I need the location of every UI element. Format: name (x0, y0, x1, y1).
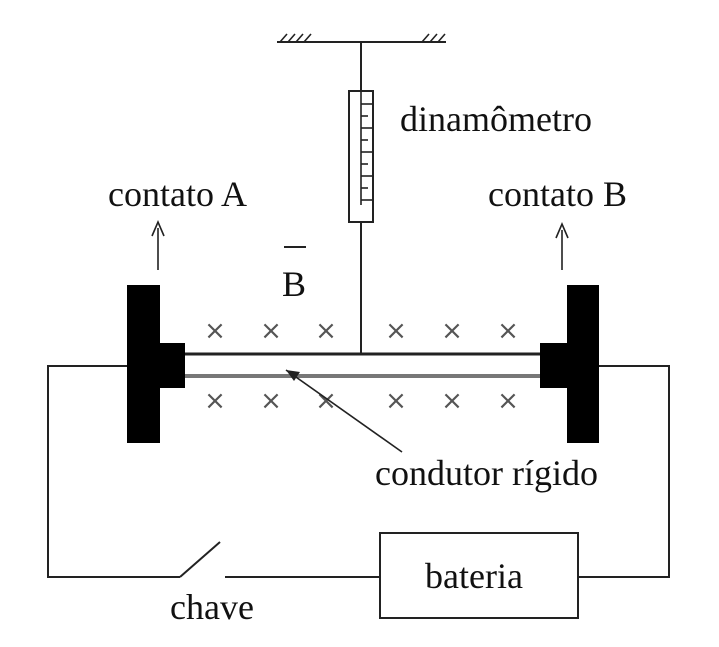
conductor-pointer (285, 369, 403, 453)
contact-a-label: contato A (108, 174, 247, 214)
battery-label: bateria (425, 556, 523, 596)
contact-a-clamp (160, 343, 185, 388)
field-mark: × (204, 316, 226, 346)
rigid-conductor (185, 352, 540, 378)
dynamometer-label: dinamômetro (400, 99, 592, 139)
contact-b-clamp (540, 343, 567, 388)
field-mark: × (497, 316, 519, 346)
battery-box (379, 532, 579, 619)
field-mark: × (315, 316, 337, 346)
field-mark: × (385, 386, 407, 416)
contact-a (127, 219, 185, 443)
ceiling-support (277, 33, 446, 43)
field-mark: × (385, 316, 407, 346)
dynamometer-scale (360, 92, 372, 205)
switch-label: chave (170, 587, 254, 627)
switch-lever (179, 541, 221, 578)
field-mark: × (441, 316, 463, 346)
contact-b-arrow-icon (555, 221, 569, 239)
field-mark: × (260, 316, 282, 346)
field-mark: × (204, 386, 226, 416)
switch (179, 541, 221, 578)
field-mark: × (260, 386, 282, 416)
circuit-wiring (47, 365, 670, 578)
contact-b-label: contato B (488, 174, 627, 214)
field-mark: × (441, 386, 463, 416)
field-label: B (282, 264, 306, 304)
field-marks: × × × × × × × × × × × × (204, 316, 519, 416)
conductor-pointer-arrow-icon (286, 370, 300, 381)
dynamometer (348, 42, 374, 354)
field-mark: × (497, 386, 519, 416)
contact-a-arrow-icon (151, 219, 165, 237)
conductor-label: condutor rígido (375, 453, 598, 493)
contact-b-plate (567, 285, 599, 443)
field-mark: × (315, 386, 337, 416)
contact-b (540, 221, 599, 443)
contact-a-plate (127, 285, 160, 443)
